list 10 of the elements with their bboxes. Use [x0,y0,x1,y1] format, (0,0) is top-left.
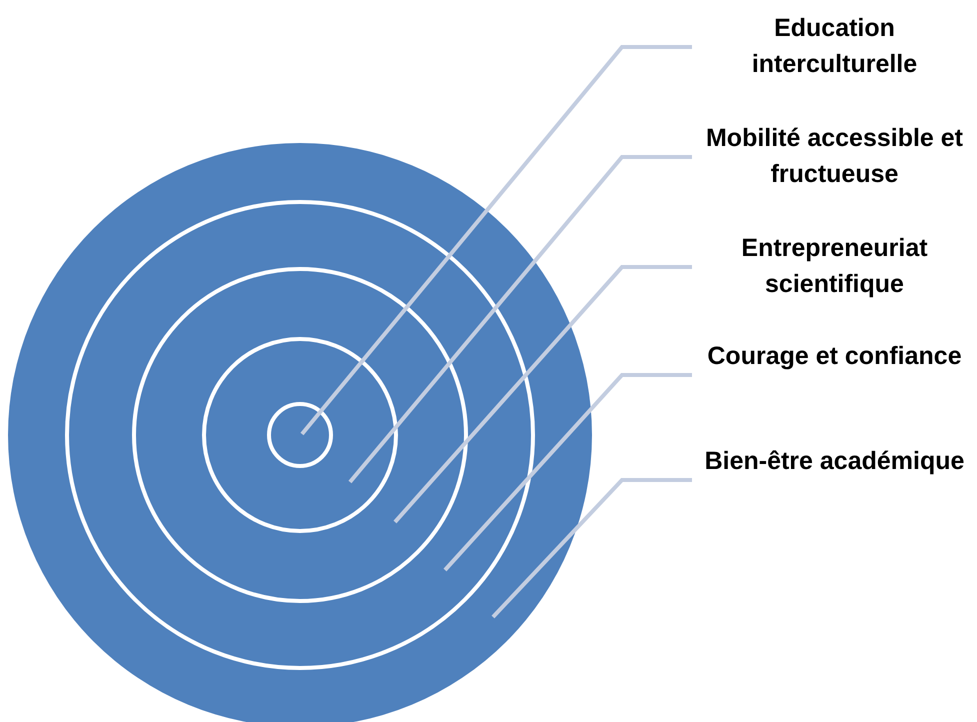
ring-label: Entrepreneuriat scientifique [692,230,977,302]
leader-line [394,265,692,524]
ring-label: Courage et confiance [692,338,977,374]
leader-line [492,478,692,618]
ring-label: Bien-être académique [692,443,977,479]
leader-line [348,155,692,484]
ring-label: Education interculturelle [692,10,977,82]
ring-label: Mobilité accessible et fructueuse [692,120,977,192]
leader-line [300,45,692,436]
leader-line [444,373,692,572]
